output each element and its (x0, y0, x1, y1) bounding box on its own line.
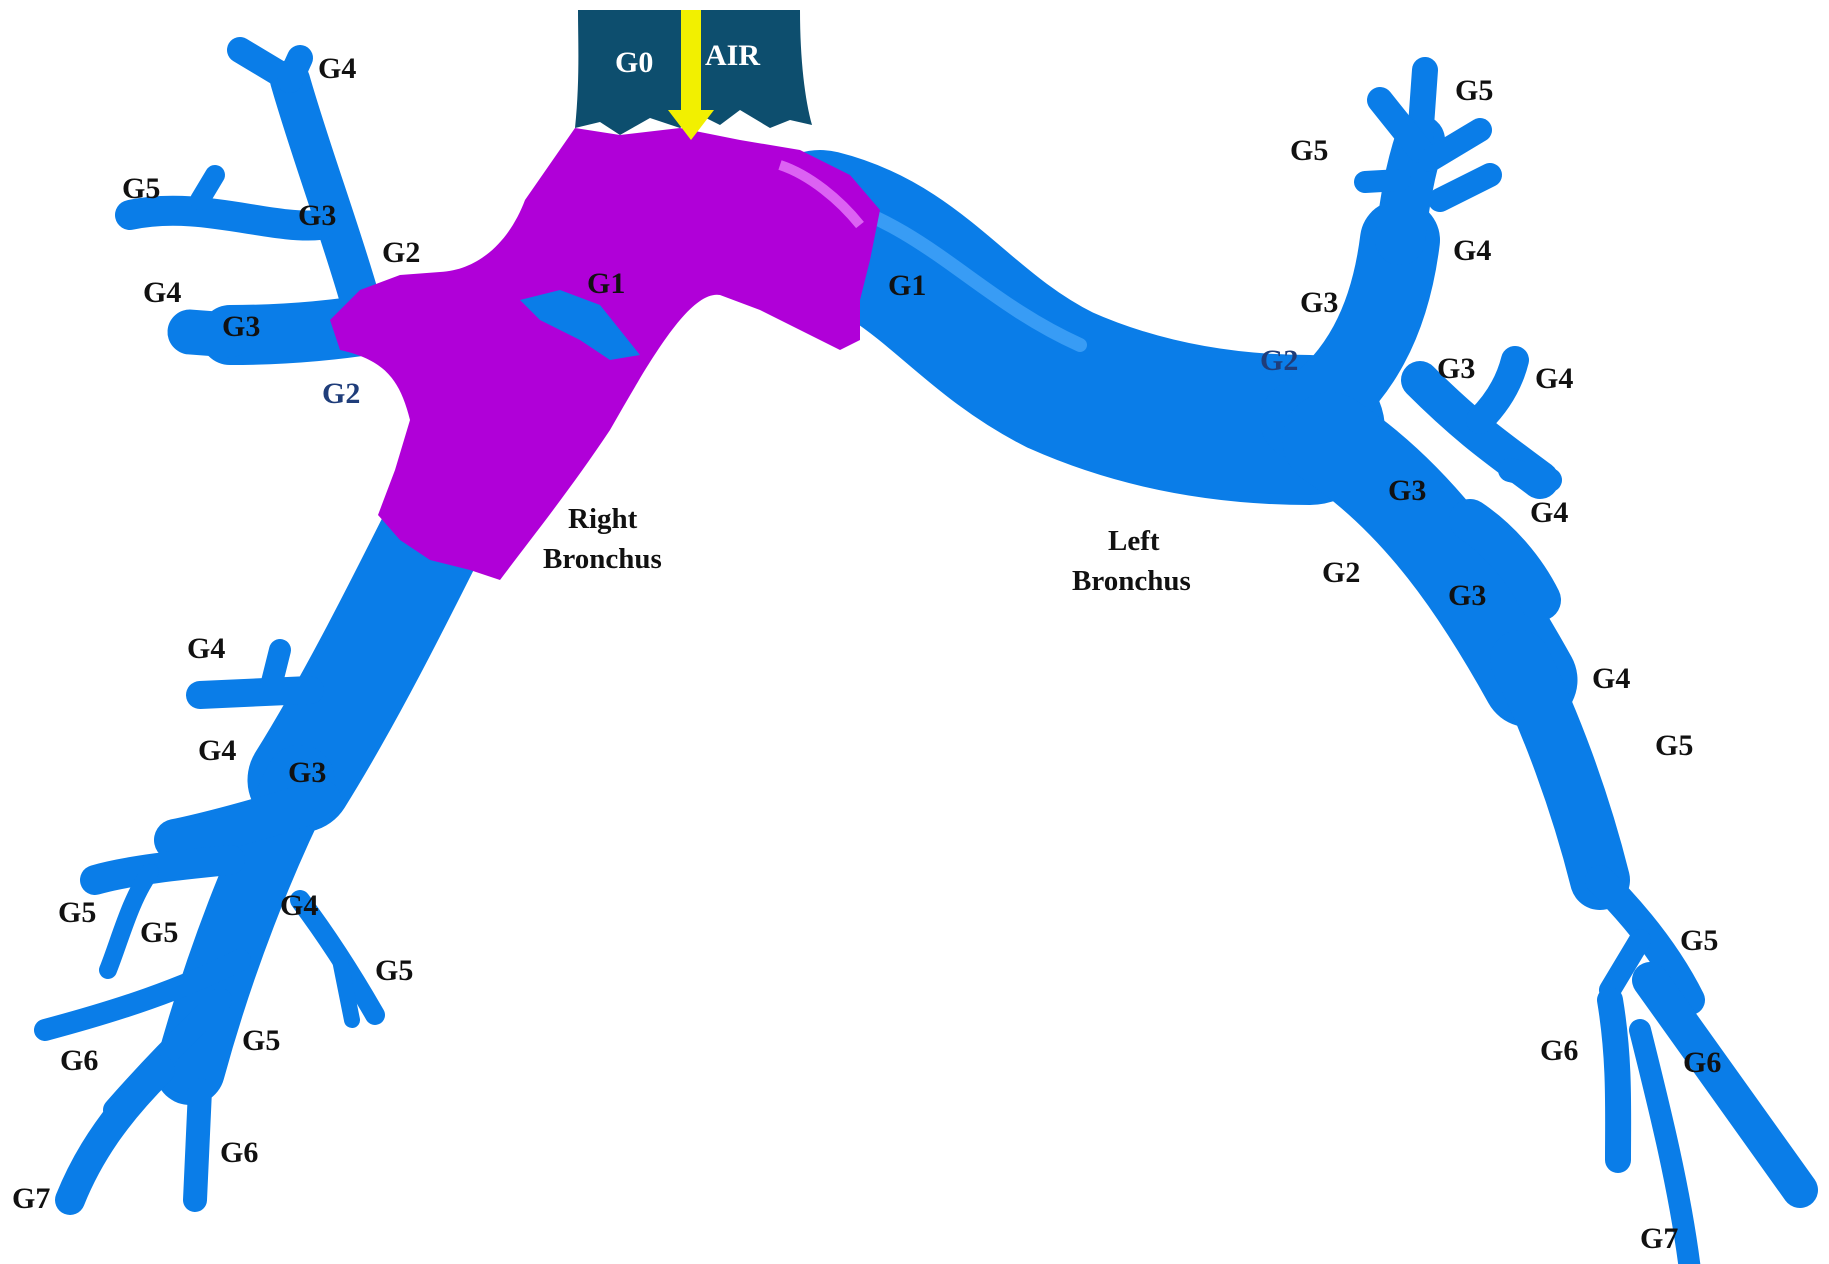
label-r-lower-g3: G3 (288, 756, 326, 789)
label-l-lower-g6a: G6 (1540, 1034, 1578, 1067)
label-l-upper-g5a: G5 (1455, 74, 1493, 107)
label-l-upper-g4b: G4 (1535, 362, 1573, 395)
label-g1-left: G1 (888, 269, 926, 302)
label-l-lower-g2: G2 (1322, 556, 1360, 589)
label-r-lower-g5d: G5 (242, 1024, 280, 1057)
left-main-bronchus (745, 150, 1385, 505)
air-flow-arrow (668, 10, 714, 140)
label-l-lower-g5a: G5 (1655, 729, 1693, 762)
label-r-lower-g5c: G5 (375, 954, 413, 987)
label-l-lower-g3: G3 (1448, 579, 1486, 612)
label-r-lower-g4a: G4 (187, 632, 225, 665)
label-r-upper-g3a: G3 (298, 199, 336, 232)
label-l-mid-g3: G3 (1388, 474, 1426, 507)
label-r-upper-g5: G5 (122, 172, 160, 205)
label-left-bronchus-1: Left (1108, 525, 1160, 557)
label-r-lower-g7: G7 (12, 1182, 50, 1215)
label-r-lower-g5a: G5 (58, 896, 96, 929)
g1-patch (520, 290, 640, 360)
label-r-lower-g4b: G4 (198, 734, 236, 767)
label-r-upper-g2b: G2 (322, 377, 360, 410)
label-l-lower-g4: G4 (1592, 662, 1630, 695)
label-left-bronchus-2: Bronchus (1072, 565, 1191, 597)
label-g0: G0 (615, 46, 653, 79)
label-l-lower-g5b: G5 (1680, 924, 1718, 957)
left-lower-lobe (1282, 392, 1818, 1264)
right-upper-lobe (115, 37, 430, 365)
label-l-upper-g3a: G3 (1300, 286, 1338, 319)
label-l-upper-g2: G2 (1260, 344, 1298, 377)
airway-tree (34, 37, 1818, 1264)
label-l-mid-g4: G4 (1530, 496, 1568, 529)
label-r-lower-g6b: G6 (220, 1136, 258, 1169)
label-right-bronchus-1: Right (568, 503, 638, 535)
label-r-upper-g3b: G3 (222, 310, 260, 343)
label-r-upper-g4: G4 (318, 52, 356, 85)
right-lower-lobe (34, 467, 493, 1215)
label-l-upper-g3b: G3 (1437, 352, 1475, 385)
label-r-lower-g6a: G6 (60, 1044, 98, 1077)
left-upper-lobe (1260, 57, 1562, 499)
label-l-upper-g4a: G4 (1453, 234, 1491, 267)
label-r-lower-g5b: G5 (140, 916, 178, 949)
label-l-lower-g6b: G6 (1683, 1046, 1721, 1079)
label-air: AIR (705, 39, 760, 72)
label-right-bronchus-2: Bronchus (543, 543, 662, 575)
label-l-upper-g5b: G5 (1290, 134, 1328, 167)
label-r-lower-g4c: G4 (280, 889, 318, 922)
label-r-upper-g2: G2 (382, 236, 420, 269)
label-r-upper-g4b: G4 (143, 276, 181, 309)
label-g1-right: G1 (587, 267, 625, 300)
label-l-lower-g7: G7 (1640, 1222, 1678, 1255)
